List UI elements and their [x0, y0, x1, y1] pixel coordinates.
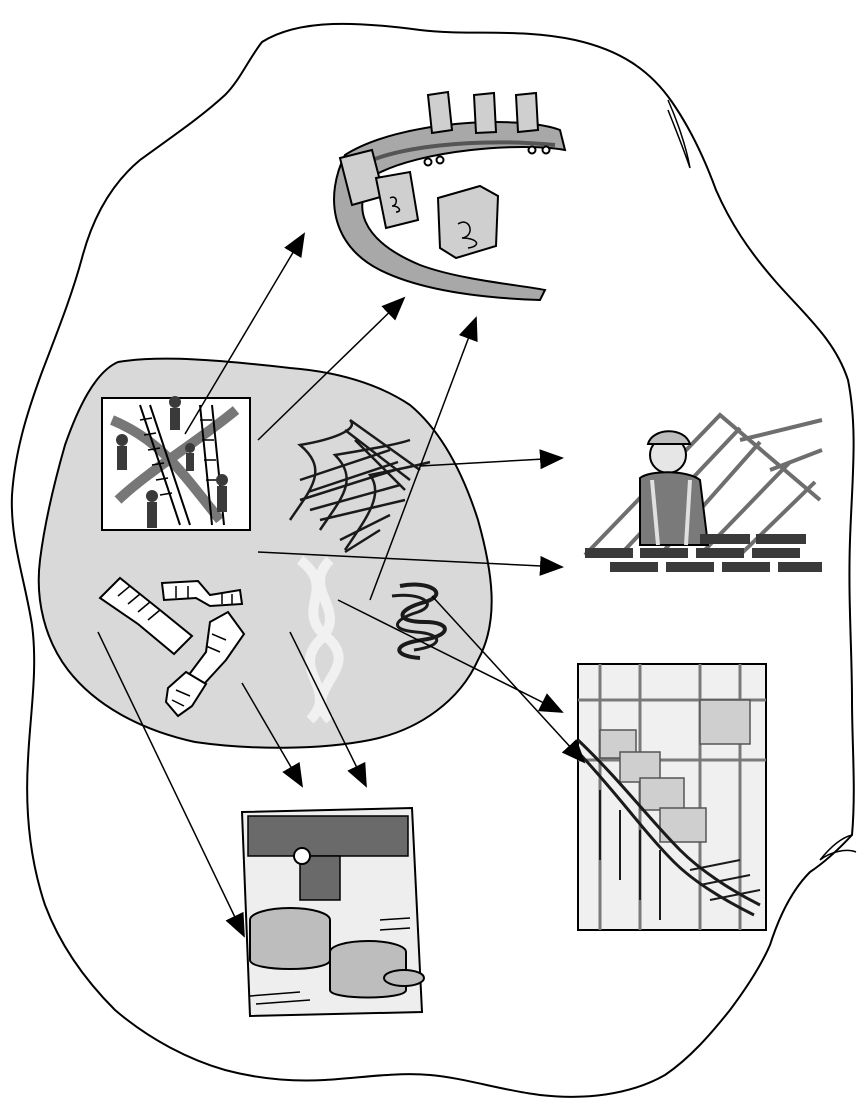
boundary-artifact-right	[820, 835, 856, 860]
dna-ladder-workers-icon	[102, 396, 250, 530]
factory-conveyor-icon	[578, 664, 766, 930]
construction-worker-icon	[585, 415, 822, 572]
canning-machine-icon	[242, 808, 424, 1016]
boundary-artifact-top-right	[668, 100, 690, 168]
conveyor-boxes-icon	[334, 92, 565, 300]
